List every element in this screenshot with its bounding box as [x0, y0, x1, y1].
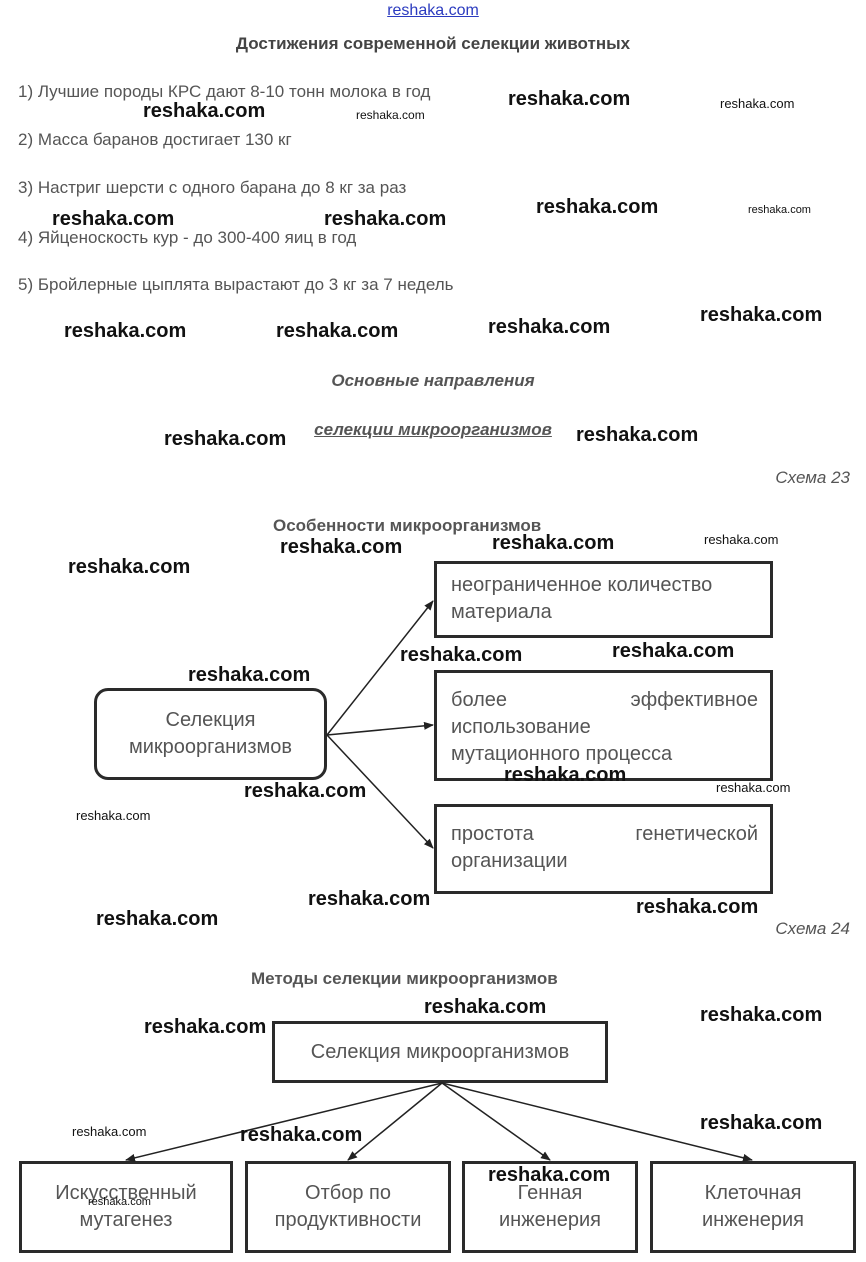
method-text-line: мутагенез	[79, 1209, 173, 1231]
feature-text-line: материала	[451, 601, 552, 623]
watermark: reshaka.com	[700, 1112, 823, 1134]
fact-item: 1) Лучшие породы КРС дают 8-10 тонн моло…	[18, 82, 431, 101]
watermark: reshaka.com	[143, 100, 266, 122]
watermark: reshaka.com	[576, 424, 699, 446]
watermark: reshaka.com	[96, 908, 219, 930]
watermark: reshaka.com	[64, 320, 187, 342]
watermark: reshaka.com	[508, 88, 631, 110]
site-link[interactable]: reshaka.com	[387, 2, 479, 19]
directions-heading-line2: селекции микроорганизмов	[314, 420, 552, 439]
fact-item: 2) Масса баранов достигает 130 кг	[18, 130, 292, 149]
watermark: reshaka.com	[612, 640, 735, 662]
method-text-line: инженерия	[498, 1209, 601, 1231]
fact-item: 5) Бройлерные цыплята вырастают до 3 кг …	[18, 275, 454, 294]
arrow-to-productivity-selection	[347, 1082, 443, 1161]
feature-box-unlimited-material: неограниченное количество материала	[434, 561, 773, 638]
method-text-line: Клеточная	[704, 1182, 802, 1204]
arrow-to-unlimited-material	[326, 600, 434, 736]
watermark: reshaka.com	[188, 664, 311, 686]
watermark: reshaka.com	[704, 532, 779, 547]
watermark: reshaka.com	[536, 196, 659, 218]
watermark: reshaka.com	[504, 764, 627, 786]
method-box-cell-engineering: Клеточная инженерия	[650, 1161, 856, 1253]
method-text-line: Искусственный	[55, 1182, 197, 1204]
watermark: reshaka.com	[52, 208, 175, 230]
feature-text-line: организации	[451, 850, 568, 872]
fact-item: 3) Настриг шерсти с одного барана до 8 к…	[18, 178, 407, 197]
arrow-to-mutation-process	[326, 721, 434, 736]
watermark: reshaka.com	[716, 780, 791, 795]
watermark: reshaka.com	[72, 1124, 147, 1139]
method-text-line: Отбор по	[305, 1182, 391, 1204]
method-box-productivity-selection: Отбор по продуктивности	[245, 1161, 451, 1253]
scheme-23-label: Схема 23	[775, 468, 850, 487]
method-box-artificial-mutagenesis: Искусственный мутагенез	[19, 1161, 233, 1253]
watermark: reshaka.com	[488, 316, 611, 338]
section-title-animal-selection: Достижения современной селекции животных	[235, 34, 631, 53]
watermark: reshaka.com	[492, 532, 615, 554]
watermark: reshaka.com	[308, 888, 431, 910]
feature-text-line: неограниченное количество	[451, 574, 713, 596]
watermark: reshaka.com	[76, 808, 151, 823]
scheme-23-title: Особенности микроорганизмов	[273, 516, 542, 535]
microorganism-selection-node: Селекция микроорганизмов	[94, 688, 327, 780]
arrow-to-genetic-engineering	[441, 1082, 551, 1161]
watermark: reshaka.com	[700, 1004, 823, 1026]
watermark: reshaka.com	[244, 780, 367, 802]
watermark: reshaka.com	[280, 536, 403, 558]
watermark: reshaka.com	[424, 996, 547, 1018]
scheme-24-label: Схема 24	[775, 919, 850, 938]
feature-text-line: простота генетической	[451, 823, 758, 845]
watermark: reshaka.com	[324, 208, 447, 230]
watermark: reshaka.com	[164, 428, 287, 450]
watermark: reshaka.com	[636, 896, 759, 918]
method-box-genetic-engineering: Генная инженерия	[462, 1161, 638, 1253]
method-text-line: Генная	[517, 1182, 583, 1204]
watermark: reshaka.com	[700, 304, 823, 326]
watermark: reshaka.com	[88, 1196, 151, 1208]
method-text-line: продуктивности	[274, 1209, 422, 1231]
scheme-24-title: Методы селекции микроорганизмов	[251, 969, 558, 988]
node-label: Селекция микроорганизмов	[310, 1040, 570, 1063]
arrow-to-artificial-mutagenesis	[125, 1082, 443, 1162]
watermark: reshaka.com	[68, 556, 191, 578]
watermark: reshaka.com	[276, 320, 399, 342]
watermark: reshaka.com	[356, 108, 425, 122]
watermark: reshaka.com	[400, 644, 523, 666]
fact-item: 4) Яйценоскость кур - до 300-400 яиц в г…	[18, 228, 357, 247]
feature-box-mutation-process: более эффективное использование мутацион…	[434, 670, 773, 781]
node-label: Селекция микроорганизмов	[128, 709, 293, 758]
feature-box-genetic-simplicity: простота генетической организации	[434, 804, 773, 894]
watermark: reshaka.com	[240, 1124, 363, 1146]
feature-text-line: использование	[451, 716, 591, 738]
selection-methods-root-node: Селекция микроорганизмов	[272, 1021, 608, 1083]
feature-text-line: мутационного процесса	[451, 743, 673, 765]
feature-text-line: более эффективное	[451, 689, 758, 711]
directions-heading-line1: Основные направления	[331, 371, 535, 390]
watermark: reshaka.com	[748, 204, 811, 216]
watermark: reshaka.com	[720, 96, 795, 111]
watermark: reshaka.com	[488, 1164, 611, 1186]
method-text-line: инженерия	[701, 1209, 804, 1231]
watermark: reshaka.com	[144, 1016, 267, 1038]
